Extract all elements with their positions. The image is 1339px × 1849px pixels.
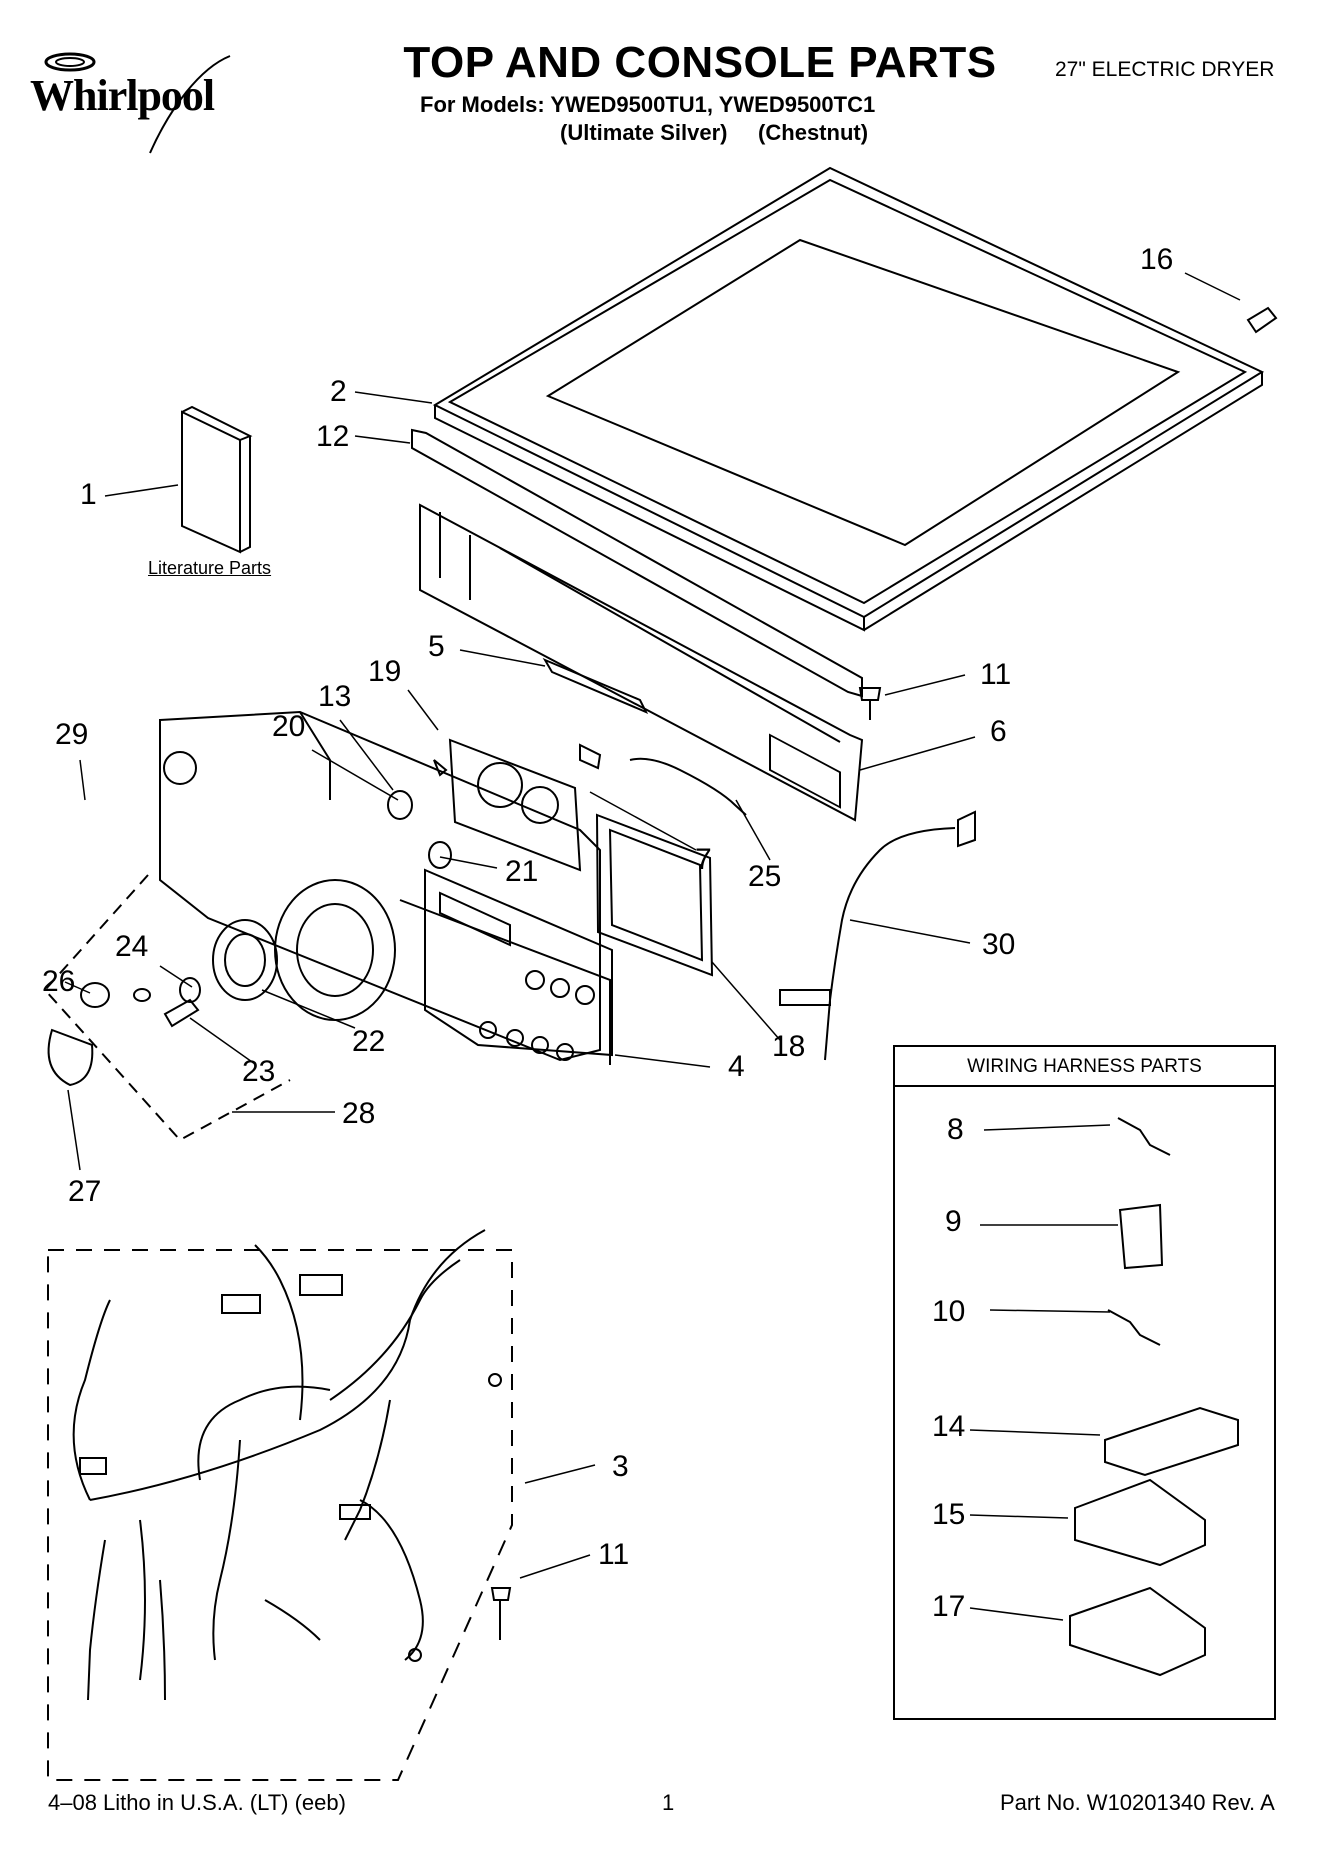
print-info: 4–08 Litho in U.S.A. (LT) (eeb) <box>48 1790 346 1815</box>
callout-24: 24 <box>115 930 149 963</box>
callout-17: 17 <box>932 1590 966 1623</box>
callout-13: 13 <box>318 680 352 713</box>
console-frame-drawing <box>419 503 864 822</box>
part-number: Part No. W10201340 Rev. A <box>1000 1790 1275 1815</box>
callout-9: 9 <box>945 1205 962 1238</box>
top-panel-drawing <box>432 166 1265 632</box>
screw-16-drawing <box>1246 306 1278 334</box>
callout-22: 22 <box>352 1025 386 1058</box>
page-title: TOP AND CONSOLE PARTS <box>403 38 997 87</box>
callout-14: 14 <box>932 1410 966 1443</box>
callout-28: 28 <box>342 1097 376 1130</box>
knob-group-outline <box>43 874 291 1142</box>
callout-16: 16 <box>1140 243 1174 276</box>
callout-4: 4 <box>728 1050 745 1083</box>
ui-board-drawing <box>595 813 714 977</box>
callout-2: 2 <box>330 375 347 408</box>
page-number: 1 <box>662 1790 675 1815</box>
wiring-harness-drawing <box>47 1229 513 1781</box>
callout-21: 21 <box>505 855 539 888</box>
callout-27: 27 <box>68 1175 102 1208</box>
trim-strip-drawing <box>411 428 863 698</box>
callout-3: 3 <box>612 1450 629 1483</box>
tie-strap-drawing <box>542 657 649 714</box>
color-variants: (Ultimate Silver) (Chestnut) <box>560 120 869 145</box>
screw-11-drawing <box>858 687 882 720</box>
wiring-harness-parts-title: WIRING HARNESS PARTS <box>895 1047 1274 1087</box>
console-housing-drawing <box>159 710 613 1065</box>
models-line: For Models: YWED9500TU1, YWED9500TC1 <box>420 92 876 117</box>
callout-5: 5 <box>428 630 445 663</box>
harness-box-parts-drawing <box>1069 1117 1239 1677</box>
product-type: 27" ELECTRIC DRYER <box>1055 58 1275 81</box>
callout-20: 20 <box>272 710 306 743</box>
callout-30: 30 <box>982 928 1016 961</box>
control-board-drawing <box>387 738 602 872</box>
callout-8: 8 <box>947 1113 964 1146</box>
brand-logo: Whirlpool <box>30 71 215 120</box>
callout-23: 23 <box>242 1055 276 1088</box>
wiring-harness-parts-box <box>893 1045 1276 1720</box>
callout-10: 10 <box>932 1295 966 1328</box>
cable-25-drawing <box>629 757 747 816</box>
callout-15: 15 <box>932 1498 966 1531</box>
callout-7: 7 <box>695 843 712 876</box>
callout-26: 26 <box>42 965 76 998</box>
literature-parts-caption: Literature Parts <box>148 558 272 578</box>
screw-11-lower-drawing <box>490 1587 512 1640</box>
callout-11-upper: 11 <box>980 658 1012 691</box>
callout-18: 18 <box>772 1030 806 1063</box>
callout-29: 29 <box>55 718 89 751</box>
callout-19: 19 <box>368 655 402 688</box>
callout-1: 1 <box>80 478 97 511</box>
literature-booklet-drawing <box>181 405 253 554</box>
callout-25: 25 <box>748 860 782 893</box>
whirlpool-logo-swirl <box>44 52 231 154</box>
harness-30-drawing <box>779 810 976 1061</box>
callout-12: 12 <box>316 420 350 453</box>
callout-6: 6 <box>990 715 1007 748</box>
callout-11-lower: 11 <box>598 1538 630 1571</box>
knob-assembly-drawing <box>47 919 278 1087</box>
